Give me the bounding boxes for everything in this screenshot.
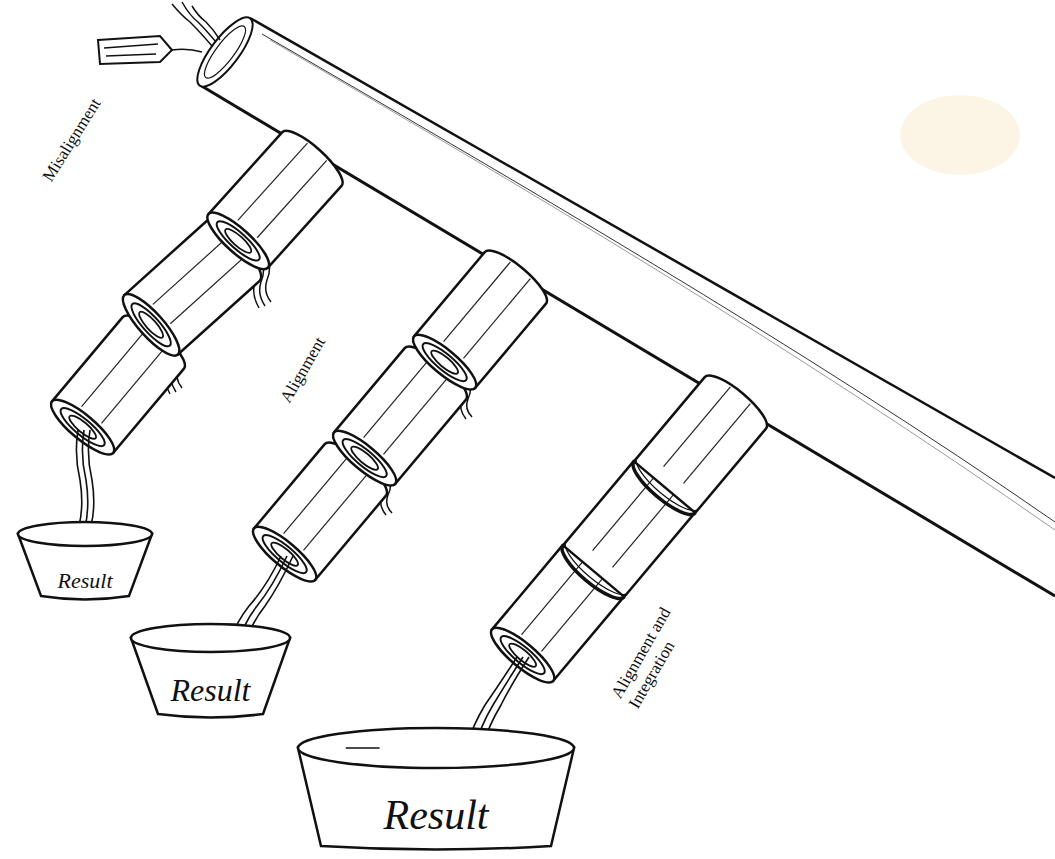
bowl-rim	[131, 624, 290, 652]
result-bowl: Result	[295, 726, 577, 852]
branch-label: Misalignment	[39, 95, 106, 186]
paper-smudge	[900, 95, 1020, 175]
outflow-streams	[76, 430, 529, 747]
water-line	[346, 747, 380, 749]
result-text: Result	[384, 791, 489, 839]
branch-label: Alignment and Integration	[607, 588, 702, 712]
result-text: Result	[58, 568, 113, 593]
branch-label: Alignment	[276, 334, 330, 407]
result-text: Result	[171, 672, 251, 709]
bowl-rim	[18, 522, 152, 546]
bowl-rim	[298, 728, 574, 768]
result-bowl: Result	[128, 622, 293, 720]
result-bowl: Result	[15, 520, 155, 602]
aligned-branch	[246, 243, 553, 589]
inflow	[98, 2, 220, 64]
integrated-branch	[484, 368, 773, 690]
misaligned-branch	[44, 123, 349, 462]
